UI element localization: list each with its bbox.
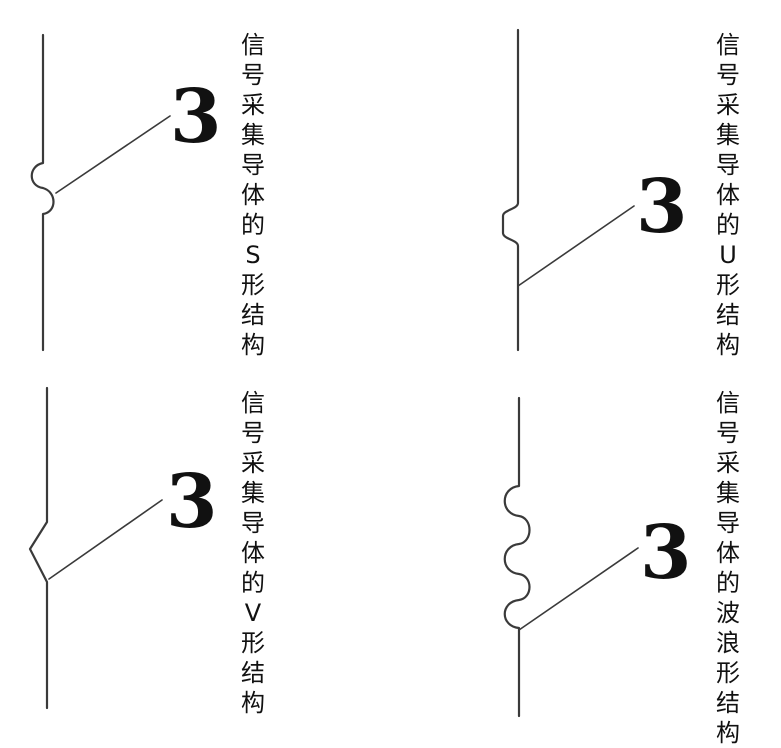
caption-char: 号 xyxy=(716,419,740,447)
caption-char: 集 xyxy=(241,479,265,507)
caption-char: 号 xyxy=(716,61,740,89)
u-shape-reference-number: 3 xyxy=(636,164,688,250)
caption-char: 集 xyxy=(241,121,265,149)
caption-char: 导 xyxy=(241,151,265,179)
caption-char: 形 xyxy=(241,629,265,657)
wave-shape-leader-line xyxy=(518,547,639,631)
s-shape-leader-line xyxy=(55,115,171,194)
caption-char: 集 xyxy=(716,121,740,149)
caption-char: U xyxy=(719,241,737,269)
panel-v-shape: 3 xyxy=(28,386,218,710)
caption-char: 采 xyxy=(716,91,740,119)
wave-shape-reference-number: 3 xyxy=(640,510,692,596)
caption-char: 结 xyxy=(241,659,265,687)
s-shape-conductor xyxy=(30,33,55,352)
caption-char: 构 xyxy=(716,331,740,359)
caption-char: 的 xyxy=(241,211,265,239)
caption-char: 形 xyxy=(716,659,740,687)
caption-char: 体 xyxy=(241,181,265,209)
caption-v-shape: 信 号 采 集 导 体 的 V 形 结 构 xyxy=(236,388,270,718)
caption-char: 号 xyxy=(241,61,265,89)
caption-char: 的 xyxy=(716,569,740,597)
u-shape-leader-line xyxy=(517,205,635,287)
caption-char: 结 xyxy=(716,689,740,717)
caption-char: 的 xyxy=(716,211,740,239)
s-shape-reference-number: 3 xyxy=(170,74,222,160)
caption-char: 信 xyxy=(241,389,265,417)
caption-char: S xyxy=(245,241,261,269)
caption-char: 体 xyxy=(716,181,740,209)
caption-char: 构 xyxy=(241,689,265,717)
caption-char: 构 xyxy=(241,331,265,359)
caption-char: 波 xyxy=(716,599,740,627)
wave-shape-conductor xyxy=(503,396,531,718)
caption-char: 信 xyxy=(241,31,265,59)
caption-char: 号 xyxy=(241,419,265,447)
panel-s-shape: 3 xyxy=(30,33,222,352)
caption-char: V xyxy=(244,599,262,627)
v-shape-leader-line xyxy=(48,499,163,580)
caption-u-shape: 信 号 采 集 导 体 的 U 形 结 构 xyxy=(711,30,745,360)
caption-char: 形 xyxy=(241,271,265,299)
caption-char: 体 xyxy=(241,539,265,567)
v-shape-conductor xyxy=(28,386,49,710)
caption-char: 的 xyxy=(241,569,265,597)
caption-char: 体 xyxy=(716,539,740,567)
caption-char: 结 xyxy=(241,301,265,329)
caption-char: 浪 xyxy=(716,629,740,657)
panel-wave-shape: 3 xyxy=(503,396,692,718)
caption-char: 采 xyxy=(241,91,265,119)
caption-char: 采 xyxy=(241,449,265,477)
caption-wave-shape: 信 号 采 集 导 体 的 波 浪 形 结 构 xyxy=(711,388,745,748)
caption-char: 导 xyxy=(241,509,265,537)
caption-char: 结 xyxy=(716,301,740,329)
caption-s-shape: 信 号 采 集 导 体 的 S 形 结 构 xyxy=(236,30,270,360)
v-shape-reference-number: 3 xyxy=(166,459,218,545)
caption-char: 采 xyxy=(716,449,740,477)
caption-char: 导 xyxy=(716,509,740,537)
caption-char: 集 xyxy=(716,479,740,507)
panel-u-shape: 3 xyxy=(501,28,688,352)
caption-char: 形 xyxy=(716,271,740,299)
u-shape-conductor xyxy=(501,28,520,352)
caption-char: 构 xyxy=(716,719,740,747)
caption-char: 导 xyxy=(716,151,740,179)
caption-char: 信 xyxy=(716,31,740,59)
caption-char: 信 xyxy=(716,389,740,417)
